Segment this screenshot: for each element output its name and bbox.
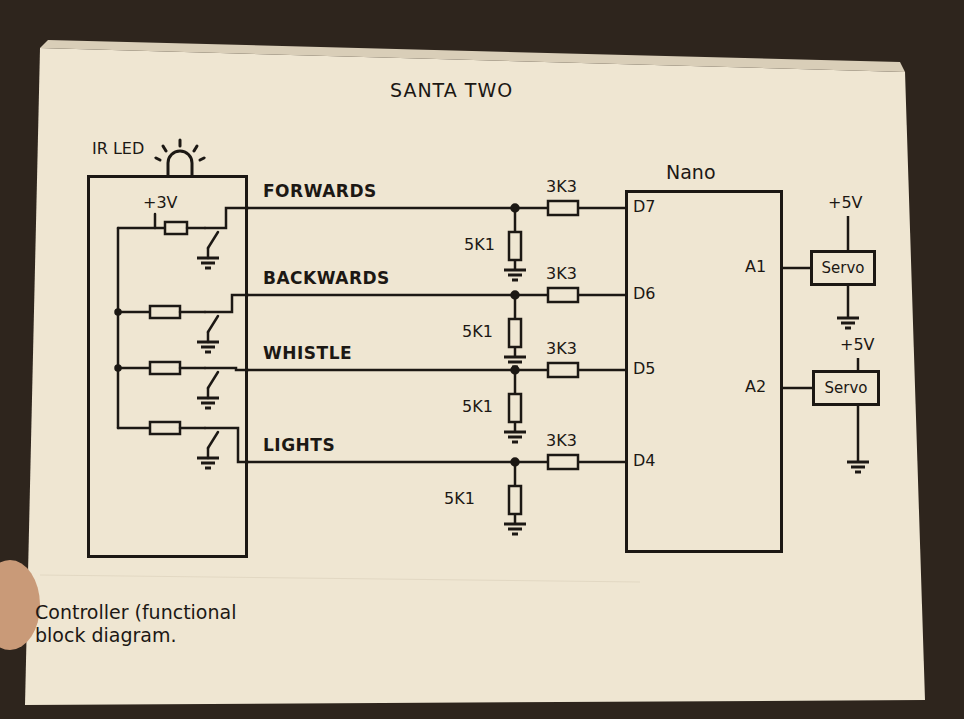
pin-label: +3V	[143, 194, 178, 212]
ground-symbols	[197, 258, 869, 534]
signal-name: BACKWARDS	[263, 268, 390, 288]
page-edge	[40, 40, 905, 72]
pin-label: D6	[633, 285, 656, 303]
signal-name: WHISTLE	[263, 343, 352, 363]
pin-label: D7	[633, 198, 656, 216]
pin-label: 5K1	[462, 398, 493, 416]
pin-label: 3K3	[546, 265, 577, 283]
ir-led-symbol	[156, 140, 204, 175]
signal-name: FORWARDS	[263, 181, 377, 201]
node-text: Servo	[822, 259, 865, 277]
pin-label: 5K1	[444, 490, 475, 508]
node-text: Controller (functional block diagram.	[35, 601, 275, 647]
node-text: Nano	[666, 161, 716, 184]
pin-label: 5K1	[462, 323, 493, 341]
servo-box: Servo	[812, 370, 880, 406]
pin-label: 3K3	[546, 340, 577, 358]
pin-label: 5K1	[464, 236, 495, 254]
controller-switch-circuit	[116, 208, 249, 462]
signal-wire	[248, 294, 625, 297]
page	[25, 48, 925, 705]
signal-wire	[783, 267, 810, 270]
resistor-symbols	[509, 201, 578, 524]
node-text: Servo	[825, 379, 868, 397]
pin-label: 3K3	[546, 432, 577, 450]
pin-label: +5V	[828, 194, 863, 212]
pin-label: D5	[633, 360, 656, 378]
pin-label: +5V	[840, 336, 875, 354]
pin-label: A1	[745, 258, 766, 276]
controller-box: Controller (functional block diagram.	[87, 175, 248, 558]
pin-label: D4	[633, 452, 656, 470]
signal-wire	[248, 461, 625, 464]
thumb	[0, 560, 40, 650]
signal-wire	[248, 369, 625, 372]
pin-label: A2	[745, 378, 766, 396]
signal-wire	[248, 207, 625, 210]
pin-label: IR LED	[92, 140, 144, 158]
pin-label: 3K3	[546, 178, 577, 196]
diagram-title: SANTA TWO	[390, 80, 513, 102]
page-crease	[40, 575, 640, 582]
servo-box: Servo	[810, 250, 876, 286]
signal-wire	[783, 387, 812, 390]
signal-name: LIGHTS	[263, 435, 335, 455]
